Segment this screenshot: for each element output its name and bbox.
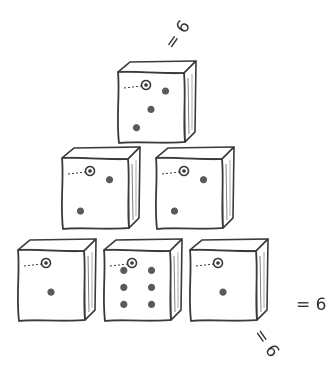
die-front-face — [104, 250, 171, 321]
die-side-face — [256, 239, 268, 320]
die-corner-knob-center — [88, 169, 92, 173]
sum-label-right: = 6 — [296, 295, 326, 315]
die-pip — [133, 124, 140, 131]
die-side-face — [128, 147, 140, 228]
die-pip — [120, 284, 127, 291]
die-pip — [47, 289, 54, 296]
die-pip — [219, 289, 226, 296]
die-pip — [106, 176, 113, 183]
die — [104, 239, 182, 321]
sum-label-top: = 6 — [161, 17, 195, 53]
die — [190, 239, 268, 321]
die-side-face — [184, 61, 196, 142]
die-pip — [147, 106, 154, 113]
die-front-face — [62, 158, 129, 229]
die-side-face — [170, 239, 182, 320]
die-corner-knob-center — [130, 261, 134, 265]
die-corner-knob-center — [182, 169, 186, 173]
die-pip — [171, 207, 178, 214]
die-pip — [162, 87, 169, 94]
die — [118, 61, 196, 143]
die-side-face — [222, 147, 234, 228]
die-front-face — [156, 158, 223, 229]
die-corner-knob-center — [216, 261, 220, 265]
die-corner-knob-center — [44, 261, 48, 265]
die-pip — [120, 267, 127, 274]
die — [156, 147, 234, 229]
die-side-face — [84, 239, 96, 320]
dice-layer — [18, 61, 268, 321]
die-front-face — [18, 250, 85, 321]
die-pip — [200, 176, 207, 183]
die — [18, 239, 96, 321]
die-pip — [148, 267, 155, 274]
sum-label-bottom: = 6 — [249, 325, 283, 361]
die-pip — [77, 207, 84, 214]
die-corner-knob-center — [144, 83, 148, 87]
die-pip — [148, 301, 155, 308]
die-pip — [120, 301, 127, 308]
die — [62, 147, 140, 229]
die-front-face — [190, 250, 257, 321]
die-pip — [148, 284, 155, 291]
